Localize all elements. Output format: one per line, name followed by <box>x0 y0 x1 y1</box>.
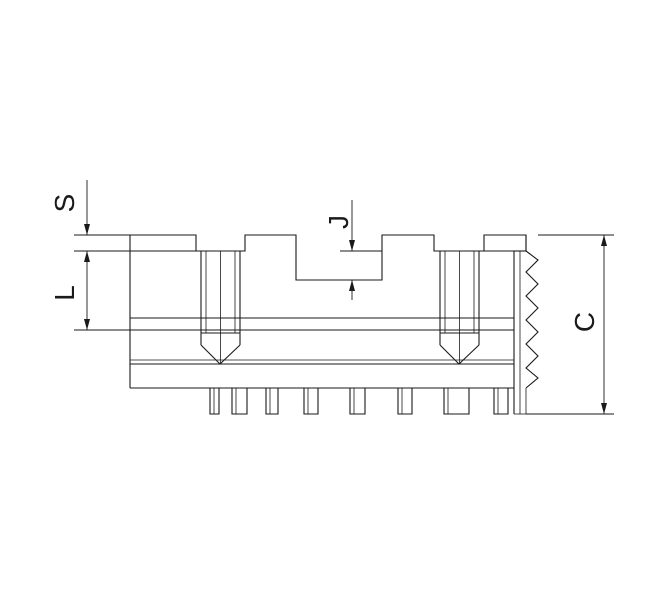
dimension-s-label: S <box>49 194 80 213</box>
bottom-tooth <box>265 388 279 415</box>
dimension-l: L <box>49 251 130 331</box>
dimension-s: S <box>49 180 130 252</box>
bolt-hole-right <box>439 251 480 365</box>
dimension-j: J <box>323 200 382 300</box>
serrations <box>514 250 539 415</box>
jaw-body <box>129 234 527 414</box>
dimension-j-label: J <box>323 215 354 229</box>
dimension-l-label: L <box>49 285 80 301</box>
bottom-tooth <box>493 388 509 415</box>
bolt-hole-left <box>200 251 241 365</box>
bottom-tooth <box>349 388 366 415</box>
dimension-l-arrow-top <box>84 251 90 262</box>
serration-profile <box>525 250 539 389</box>
dimension-c-arrow-top <box>601 235 607 246</box>
bottom-tooth <box>303 388 319 415</box>
jaw-top-profile <box>130 234 527 281</box>
dimension-l-arrow-bottom <box>84 319 90 330</box>
dimension-c-arrow-bottom <box>601 403 607 414</box>
dimension-j-arrow-top <box>349 240 355 251</box>
bottom-teeth <box>209 388 509 415</box>
bottom-tooth <box>209 388 220 415</box>
dimension-c-label: C <box>569 312 600 332</box>
dimension-c: C <box>526 234 614 415</box>
dimension-s-arrow <box>84 224 90 235</box>
dimension-j-arrow-bottom <box>349 280 355 291</box>
bottom-tooth <box>231 388 248 415</box>
bottom-tooth <box>397 388 413 415</box>
bottom-tooth <box>443 388 470 415</box>
